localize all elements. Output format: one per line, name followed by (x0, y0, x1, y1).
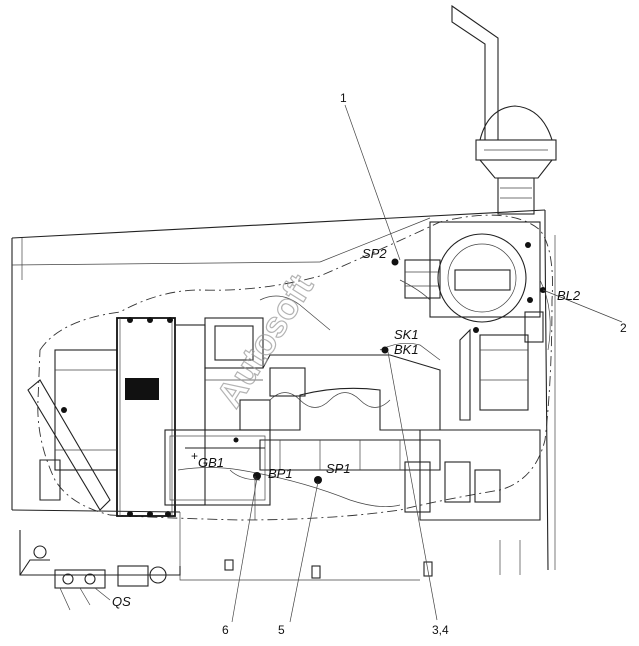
frame-lower (11, 429, 541, 581)
qs-switch-assembly (19, 545, 181, 611)
callout-2: 2 (620, 321, 627, 335)
leader-lines (231, 104, 623, 623)
callout-6: 6 (222, 623, 229, 637)
label-sp1: SP1 (326, 461, 351, 476)
sp1-sensor-dot (314, 476, 322, 484)
battery-compartment (164, 429, 271, 506)
hood-outline (11, 209, 556, 571)
label-bp1: BP1 (268, 466, 293, 481)
watermark-text: Autosoft (208, 267, 321, 414)
label-sp2: SP2 (362, 246, 387, 261)
label-bk1: BK1 (394, 342, 419, 357)
callout-3-4: 3,4 (432, 623, 449, 637)
wiring (177, 279, 551, 507)
plus-sign-gb1: + (191, 449, 198, 463)
label-bl2: BL2 (557, 288, 581, 303)
label-gb1: GB1 (198, 455, 224, 470)
radiator-block (27, 317, 206, 517)
sk1-sensor-dot (381, 346, 389, 354)
label-qs: QS (112, 594, 131, 609)
sp2-sensor-dot (391, 258, 399, 266)
callout-1: 1 (340, 91, 347, 105)
label-sk1: SK1 (394, 327, 419, 342)
engine-body (204, 317, 441, 471)
air-filter-assembly (404, 221, 544, 421)
exhaust-stack (451, 4, 557, 215)
callout-5: 5 (278, 623, 285, 637)
